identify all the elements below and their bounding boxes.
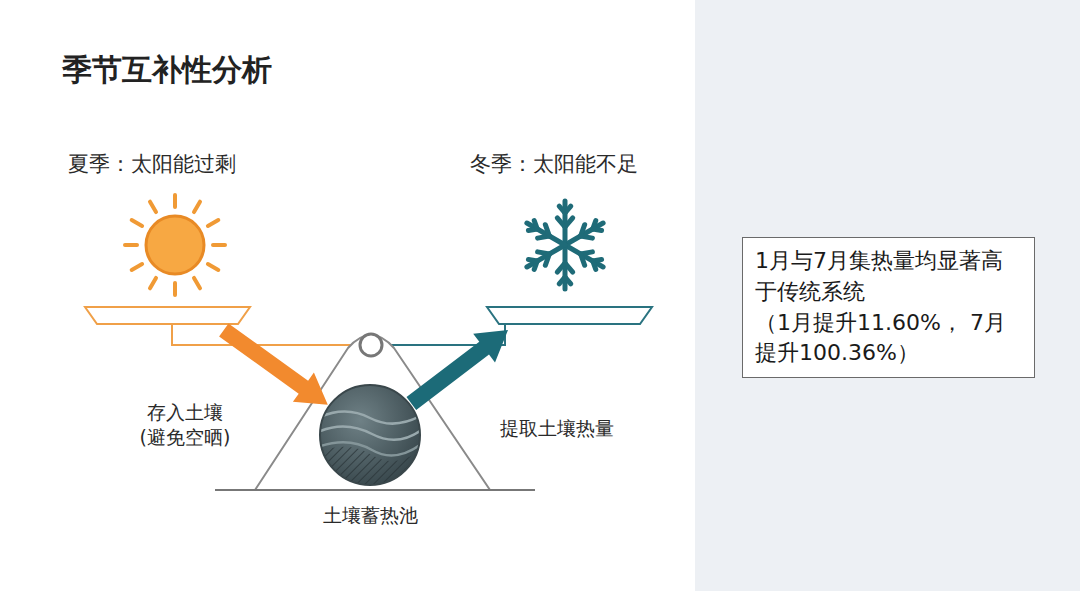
flow-arrow: [219, 324, 328, 405]
beam-left: [172, 324, 358, 345]
scale-stand: [255, 335, 490, 490]
soil-pool: 土壤蓄热池: [320, 385, 420, 485]
season-group: 夏季：太阳能过剩: [68, 150, 273, 330]
snowflake-icon: [527, 201, 603, 289]
summer-pan: [85, 307, 250, 324]
base-line: [215, 489, 535, 491]
edge-label: 存入土壤 (避免空晒): [135, 400, 235, 449]
pivot-ring: [360, 334, 382, 356]
flow-arrow: [407, 330, 509, 410]
soil-ball: [318, 385, 424, 490]
season-label: 冬季：太阳能不足: [470, 150, 670, 178]
note-box: 1月与7月集热量均显著高于传统系统（1月提升11.60%， 7月提升100.36…: [742, 237, 1035, 378]
note-text: 1月与7月集热量均显著高于传统系统: [755, 246, 1022, 308]
season-group: 冬季：太阳能不足: [470, 150, 670, 330]
note-text: （1月提升11.60%， 7月提升100.36%）: [755, 308, 1022, 370]
diagram-title: 季节互补性分析: [62, 50, 272, 91]
pool-label: 土壤蓄热池: [323, 503, 418, 529]
winter-pan: [487, 307, 652, 324]
season-label: 夏季：太阳能过剩: [68, 150, 273, 178]
edge-label: 提取土壤热量: [487, 416, 627, 441]
sun-icon: [125, 195, 225, 295]
